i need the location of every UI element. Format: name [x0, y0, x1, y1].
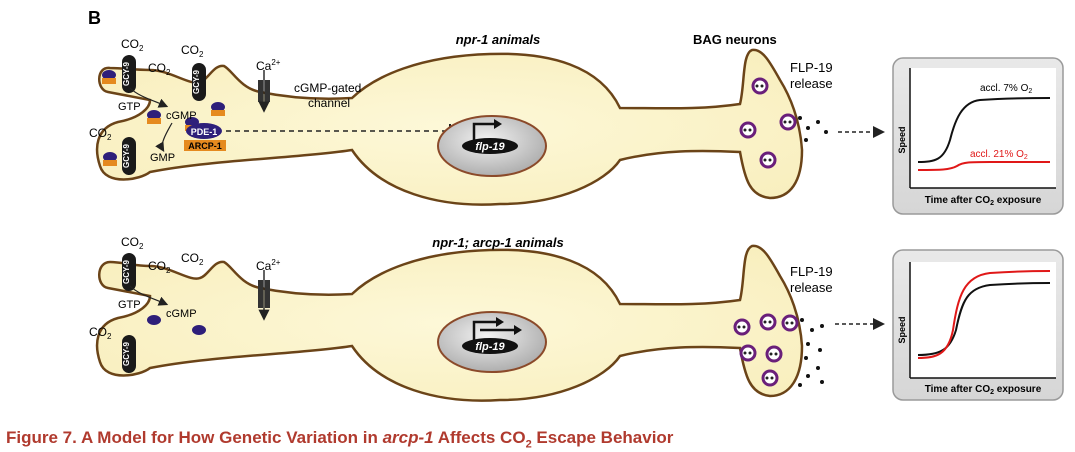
bottom-neuron: npr-1; arcp-1 animals GCY-9 GCY-9 CO2 CO… [89, 235, 885, 402]
top-gmp-arrow [155, 122, 173, 153]
bottom-purple-2 [192, 325, 206, 335]
top-neuron: npr-1 animals GCY-9 GCY-9 GCY-9 CO2 CO2 … [89, 32, 885, 206]
bottom-inset-red-curve [917, 270, 1051, 359]
bottom-gtp-arrow [129, 285, 169, 306]
bottom-title: npr-1; arcp-1 animals [432, 235, 564, 250]
top-inset: Speed Time after CO2 exposure accl. 7% O… [892, 57, 1064, 215]
bottom-cgmp: cGMP [166, 308, 197, 320]
bottom-ca-channel [258, 270, 270, 321]
bottom-inset-xlabel: Time after CO2 exposure [925, 384, 1042, 396]
top-channel-label-1: cGMP-gated [294, 81, 361, 95]
top-title: npr-1 animals [456, 32, 541, 47]
top-complex-4 [103, 152, 117, 166]
top-inset-black-curve [917, 97, 1051, 163]
svg-text:GCY-9: GCY-9 [122, 341, 131, 366]
bottom-purple-1 [147, 315, 161, 325]
bottom-co2-3: CO2 [181, 251, 204, 267]
bottom-gtp: GTP [118, 299, 141, 311]
panel-label: B [88, 8, 101, 28]
bottom-vesicles [733, 313, 799, 387]
top-gtp: GTP [118, 101, 141, 113]
top-inset-xlabel: Time after CO2 exposure [925, 195, 1042, 207]
top-inset-ylabel: Speed [897, 126, 907, 153]
bottom-release-label-1: FLP-19 [790, 264, 833, 279]
bottom-gene-label: flp-19 [475, 341, 505, 353]
bottom-release-dots [798, 318, 824, 387]
top-complex-3 [211, 102, 225, 116]
bottom-co2-1: CO2 [121, 235, 144, 251]
top-release-dots [798, 116, 828, 142]
top-ca-label: Ca2+ [256, 58, 281, 73]
top-release-label-2: release [790, 76, 833, 91]
bottom-inset: Speed Time after CO2 exposure [892, 249, 1064, 401]
top-channel-label-2: channel [308, 96, 350, 110]
bottom-receptor-1: GCY-9 [122, 253, 136, 291]
top-receptor-2: GCY-9 [192, 63, 206, 101]
top-gtp-arrow [129, 87, 169, 108]
svg-text:GCY-9: GCY-9 [122, 259, 131, 284]
figure-caption: Figure 7. A Model for How Genetic Variat… [6, 428, 674, 451]
bottom-receptor-2: GCY-9 [122, 335, 136, 373]
svg-text:GCY-9: GCY-9 [122, 143, 131, 168]
top-co2-3: CO2 [181, 43, 204, 59]
top-release-label-1: FLP-19 [790, 60, 833, 75]
top-nucleus: flp-19 [437, 115, 547, 177]
svg-text:PDE-1: PDE-1 [191, 127, 218, 137]
top-receptor-1: GCY-9 [122, 55, 136, 93]
svg-text:GCY-9: GCY-9 [122, 61, 131, 86]
top-bag-label: BAG neurons [693, 32, 777, 47]
bottom-co2-4: CO2 [89, 325, 112, 341]
top-ca-channel [258, 70, 270, 113]
svg-text:ARCP-1: ARCP-1 [188, 141, 222, 151]
bottom-ca-label: Ca2+ [256, 258, 281, 273]
top-complex-2 [147, 110, 161, 124]
top-vesicles [739, 77, 797, 169]
svg-text:GCY-9: GCY-9 [192, 69, 201, 94]
top-receptor-3: GCY-9 [122, 137, 136, 175]
bottom-nucleus: flp-19 [437, 311, 547, 373]
top-co2-4: CO2 [89, 126, 112, 142]
bottom-inset-ylabel: Speed [897, 316, 907, 343]
top-complex-1 [102, 70, 116, 84]
top-cgmp: cGMP [166, 110, 197, 122]
top-inset-label-black: accl. 7% O2 [980, 83, 1032, 95]
bottom-co2-2: CO2 [148, 259, 171, 275]
top-gmp: GMP [150, 152, 175, 164]
bottom-release-label-2: release [790, 280, 833, 295]
top-pde-complex: PDE-1 ARCP-1 [184, 123, 226, 151]
top-co2-1: CO2 [121, 37, 144, 53]
top-gene-label: flp-19 [475, 141, 505, 153]
top-co2-2: CO2 [148, 61, 171, 77]
top-inset-label-red: accl. 21% O2 [970, 149, 1028, 161]
top-inset-red-curve [917, 161, 1050, 171]
